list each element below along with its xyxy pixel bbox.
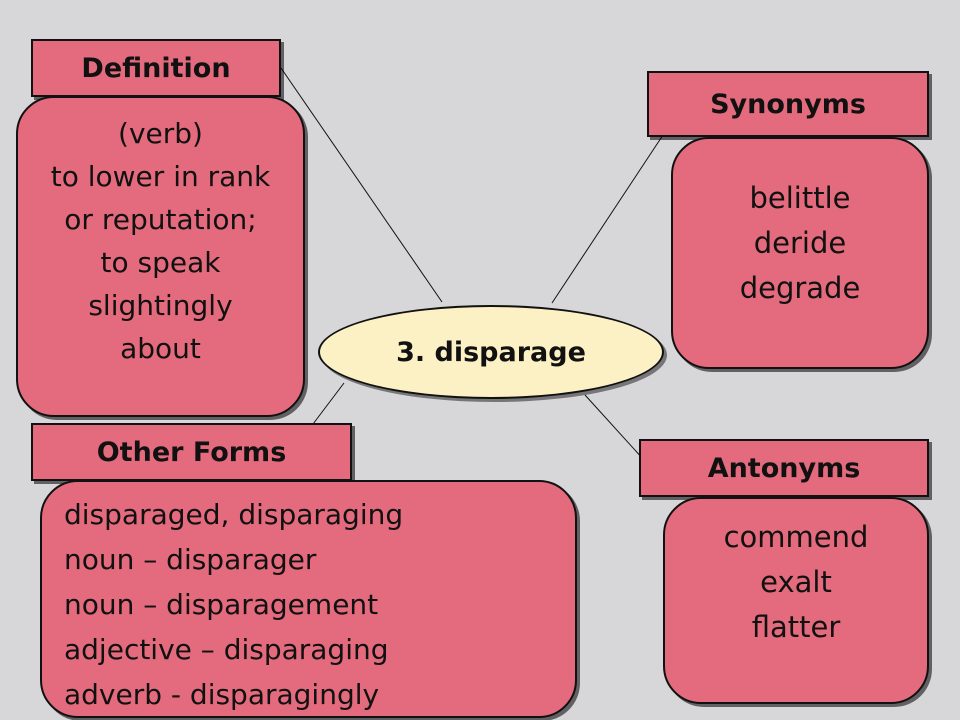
- connector-definition: [280, 67, 443, 303]
- antonyms-title: Antonyms: [707, 452, 861, 484]
- synonym-item: degrade: [739, 271, 861, 305]
- synonym-item: deride: [753, 226, 847, 260]
- definition-line: or reputation;: [64, 203, 257, 236]
- other-forms-box: disparaged, disparaging noun – disparage…: [40, 480, 577, 718]
- connector-antonyms: [584, 394, 645, 461]
- center-term: 3. disparage: [396, 336, 586, 368]
- connector-synonyms: [551, 131, 666, 304]
- definition-line: (verb): [118, 117, 203, 150]
- synonyms-title: Synonyms: [710, 88, 866, 120]
- other-form-line: adverb - disparagingly: [64, 678, 380, 711]
- synonyms-header: Synonyms: [647, 71, 929, 137]
- definition-line: to lower in rank: [50, 160, 271, 193]
- other-form-line: noun – disparager: [64, 543, 317, 576]
- synonyms-box: belittle deride degrade: [671, 137, 929, 369]
- other-forms-title: Other Forms: [96, 436, 287, 468]
- other-form-line: noun – disparagement: [64, 588, 379, 621]
- antonyms-box: commend exalt flatter: [663, 497, 929, 704]
- center-term-oval: 3. disparage: [318, 305, 664, 399]
- antonym-item: commend: [723, 520, 869, 554]
- antonym-item: exalt: [760, 565, 832, 599]
- other-form-line: disparaged, disparaging: [64, 498, 404, 531]
- definition-header: Definition: [31, 39, 281, 97]
- antonym-item: flatter: [751, 610, 841, 644]
- antonyms-header: Antonyms: [639, 439, 929, 497]
- connector-other-forms: [309, 382, 345, 429]
- definition-box: (verb) to lower in rank or reputation; t…: [16, 96, 305, 417]
- definition-title: Definition: [81, 52, 231, 84]
- definition-line: slightingly: [88, 289, 233, 322]
- synonym-item: belittle: [749, 181, 851, 215]
- other-form-line: adjective – disparaging: [64, 633, 389, 666]
- other-forms-header: Other Forms: [31, 423, 352, 481]
- definition-line: to speak: [100, 246, 221, 279]
- definition-line: about: [120, 332, 201, 365]
